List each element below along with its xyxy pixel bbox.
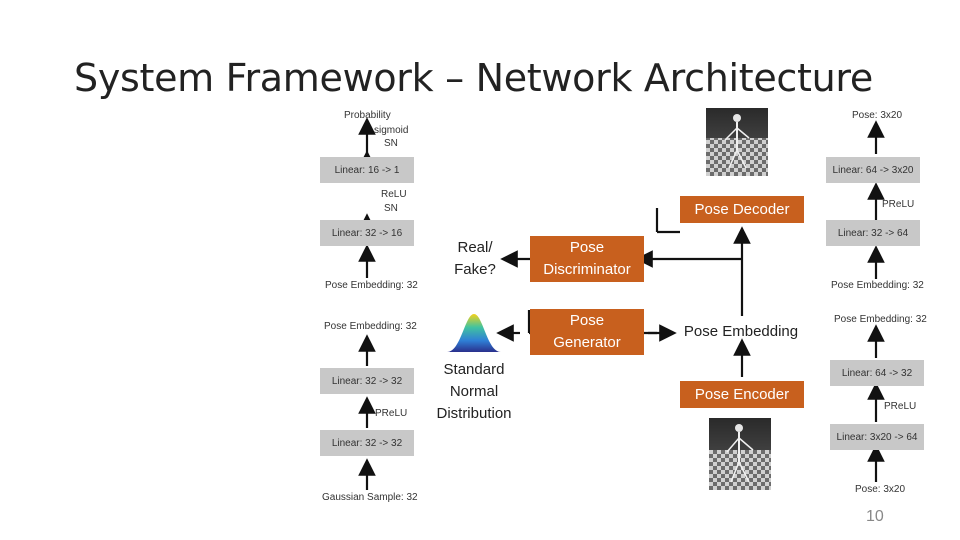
linear-16-1-layer: Linear: 16 -> 1 bbox=[320, 157, 414, 183]
decoder-pose-output-label: Pose: 3x20 bbox=[852, 110, 903, 121]
decoder-prelu-label: PReLU bbox=[882, 199, 915, 210]
generator-prelu-label: PReLU bbox=[375, 408, 408, 419]
probability-label: Probability bbox=[344, 110, 391, 121]
decoded-pose-image bbox=[706, 108, 768, 176]
gaussian-distribution-icon bbox=[447, 314, 501, 352]
generator-pose-embedding-label: Pose Embedding: 32 bbox=[324, 321, 417, 332]
decoder-linear-64-60-layer: Linear: 64 -> 3x20 bbox=[826, 157, 920, 183]
pose-decoder-block: Pose Decoder bbox=[680, 196, 804, 223]
sn-label-bottom: SN bbox=[384, 203, 398, 214]
pose-generator-block: Pose Generator bbox=[530, 309, 644, 355]
slide-title: System Framework – Network Architecture bbox=[74, 56, 873, 100]
sigmoid-label: sigmoid bbox=[374, 125, 409, 136]
generator-linear-a-layer: Linear: 32 -> 32 bbox=[320, 368, 414, 394]
pose-encoder-block: Pose Encoder bbox=[680, 381, 804, 408]
sn-label-top: SN bbox=[384, 138, 398, 149]
encoder-linear-64-32-layer: Linear: 64 -> 32 bbox=[830, 360, 924, 386]
discriminator-pose-embedding-label: Pose Embedding: 32 bbox=[325, 280, 418, 291]
relu-label: ReLU bbox=[381, 189, 407, 200]
standard-normal-distribution-label: Standard Normal Distribution bbox=[436, 361, 512, 422]
pose-discriminator-block: Pose Discriminator bbox=[530, 236, 644, 282]
decoder-pose-embedding-label: Pose Embedding: 32 bbox=[831, 280, 924, 291]
pose-embedding-center-label: Pose Embedding bbox=[683, 323, 799, 340]
encoder-pose-input-label: Pose: 3x20 bbox=[855, 484, 906, 495]
generator-linear-b-layer: Linear: 32 -> 32 bbox=[320, 430, 414, 456]
encoder-linear-60-64-layer: Linear: 3x20 -> 64 bbox=[830, 424, 924, 450]
decoder-linear-32-64-layer: Linear: 32 -> 64 bbox=[826, 220, 920, 246]
input-pose-image bbox=[709, 418, 771, 490]
gaussian-sample-label: Gaussian Sample: 32 bbox=[322, 492, 418, 503]
linear-32-16-layer: Linear: 32 -> 16 bbox=[320, 220, 414, 246]
page-number: 10 bbox=[866, 508, 884, 525]
real-fake-label: Real/ Fake? bbox=[454, 239, 496, 278]
encoder-prelu-label: PReLU bbox=[884, 401, 917, 412]
encoder-pose-embedding-label: Pose Embedding: 32 bbox=[834, 314, 927, 325]
